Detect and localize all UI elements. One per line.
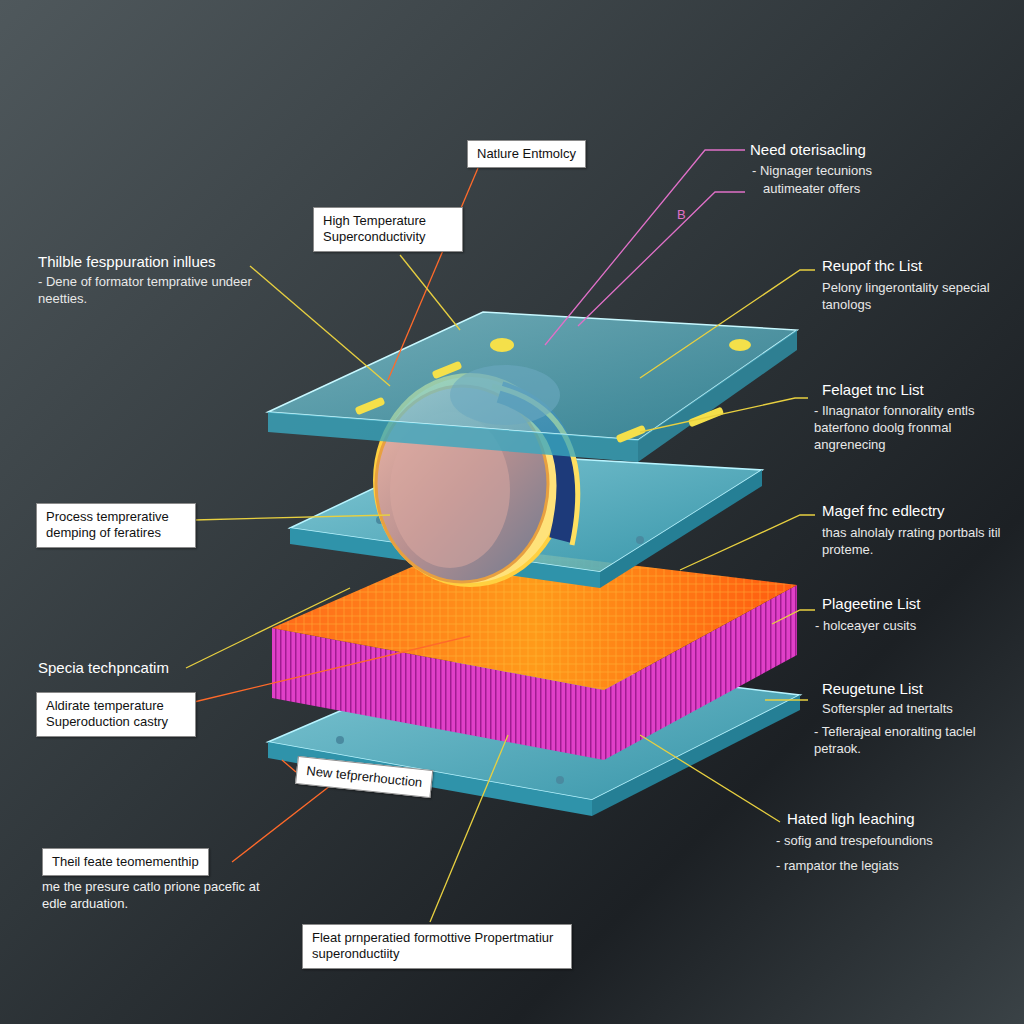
callout-box: Process temprerative demping of feratire… xyxy=(36,503,196,548)
callout-note: thas alnolaly rrating portbals itil prot… xyxy=(822,525,1012,559)
callout-box: New tefprerhouction xyxy=(295,756,434,798)
callout-box: High Temperature Superconductivity xyxy=(313,207,463,252)
callout-heading: Plageetine List xyxy=(822,594,1017,614)
callout-body: me the presure catlo prione pacefic at e… xyxy=(42,879,282,913)
callout-box: Theil feate teomementhip me the presure c… xyxy=(42,848,282,913)
callout-text: New tefprerhouction xyxy=(295,756,434,798)
callout-heading: Reugetune List xyxy=(822,679,1017,699)
callout-heading: Need oterisacling xyxy=(750,140,980,160)
callout-text: High Temperature Superconductivity xyxy=(313,207,463,252)
callout-note: - Nignager tecunions xyxy=(752,163,982,180)
callout-note: - holceayer cusits xyxy=(815,618,1010,635)
callout-heading: Thilble fesppuration inllues xyxy=(38,252,278,272)
callout-heading: Specia techpncatim xyxy=(38,658,238,678)
callout-note: - rampator the legiats xyxy=(776,858,1016,875)
callout-note: B xyxy=(677,207,707,224)
callout-heading: Magef fnc edlectry xyxy=(822,501,1017,521)
callout-note: Pelony lingerontality sepecial tanologs xyxy=(822,280,1012,314)
callout-text: Process temprerative demping of feratire… xyxy=(36,503,196,548)
callout-note: Softerspler ad tnertalts xyxy=(822,701,1017,718)
callout-text: Aldirate temperature Superoduction castr… xyxy=(36,692,196,737)
callout-text: Fleat prnperatied formottive Propertmati… xyxy=(302,924,572,969)
callout-note: autimeater offers xyxy=(763,181,993,198)
callout-box: Aldirate temperature Superoduction castr… xyxy=(36,692,196,737)
callout-box: Fleat prnperatied formottive Propertmati… xyxy=(302,924,572,969)
callout-heading: Reupof thc List xyxy=(822,256,1017,276)
callout-note: - Teflerajeal enoralting taclel petraok. xyxy=(814,724,1014,758)
callout-note: - Ilnagnator fonnorality entls baterfono… xyxy=(814,403,1014,454)
callout-note: - sofig and trespefoundions xyxy=(776,833,1016,850)
callout-box: Natlure Entmolcy xyxy=(467,140,586,168)
callout-text: Natlure Entmolcy xyxy=(467,140,586,168)
callout-heading: Felaget tnc List xyxy=(822,380,1017,400)
callout-heading: Hated ligh leaching xyxy=(787,809,1017,829)
callout-text: Theil feate teomementhip xyxy=(42,848,209,876)
callout-note: - Dene of formator temprative undeer nee… xyxy=(38,274,268,308)
